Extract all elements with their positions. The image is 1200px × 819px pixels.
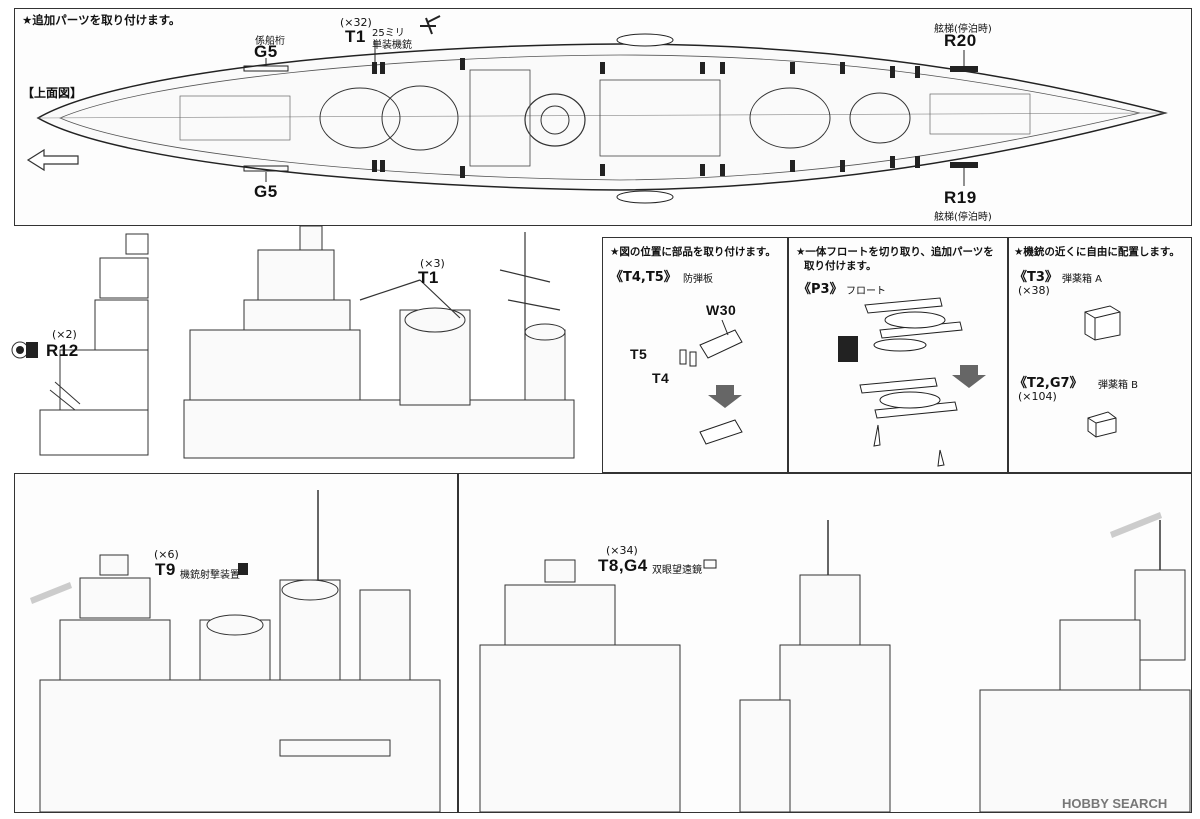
float-box xyxy=(788,237,1008,473)
box1-note: ★図の位置に部品を取り付けます。 xyxy=(610,246,776,258)
w30-label: W30 xyxy=(706,302,737,318)
r20-caption: 舷梯(停泊時) xyxy=(934,24,992,35)
box3-caption-a: 弾薬箱 A xyxy=(1062,274,1103,285)
box2-title: 《P3》 xyxy=(798,282,843,297)
r12-mult: (×2) xyxy=(52,328,77,341)
box3-note: ★機銃の近くに自由に配置します。 xyxy=(1014,246,1180,258)
box3-title-a: 《T3》 xyxy=(1014,270,1058,285)
r20-label: R20 xyxy=(944,31,977,50)
box2-caption: フロート xyxy=(846,286,886,297)
t1-top-label: T1 xyxy=(345,27,366,46)
top-view-label: 【上面図】 xyxy=(22,86,83,100)
box1-title: 《T4,T5》 xyxy=(610,270,677,285)
g5-bottom-label: G5 xyxy=(254,182,278,201)
r12-label: R12 xyxy=(46,341,79,360)
top-instruction: ★追加パーツを取り付けます。 xyxy=(22,13,181,27)
t1-middle-label: T1 xyxy=(418,268,439,287)
t8g4-caption: 双眼望遠鏡 xyxy=(652,565,702,576)
t9-mult: (×6) xyxy=(154,548,179,561)
t9-label: T9 xyxy=(155,560,176,579)
box2-note-line2: 取り付けます。 xyxy=(804,260,877,272)
g5-top-label: G5 xyxy=(254,42,278,61)
t1-middle-mult: (×3) xyxy=(420,257,445,270)
box3-caption-b: 弾薬箱 B xyxy=(1098,380,1139,391)
box3-mult-a: (×38) xyxy=(1018,284,1050,297)
r19-label: R19 xyxy=(944,188,977,207)
box1-caption: 防弾板 xyxy=(683,274,713,285)
t1-caption-line2: 単装機銃 xyxy=(372,40,412,51)
t1-top-mult: (×32) xyxy=(340,16,372,29)
t8g4-mult: (×34) xyxy=(606,544,638,557)
watermark: HOBBY SEARCH xyxy=(1062,796,1168,811)
t4-label: T4 xyxy=(652,370,670,386)
t1-caption-line1: 25ミリ xyxy=(372,28,405,39)
g5-top-caption: 係船桁 xyxy=(255,36,285,47)
t5-label: T5 xyxy=(630,346,648,362)
t8g4-label: T8,G4 xyxy=(598,556,648,575)
box3-title-b: 《T2,G7》 xyxy=(1014,376,1083,391)
box3-mult-b: (×104) xyxy=(1018,390,1057,403)
t9-caption: 機銃射撃装置 xyxy=(180,570,240,581)
box2-note-line1: ★一体フロートを切り取り、追加パーツを xyxy=(796,246,994,258)
r19-caption: 舷梯(停泊時) xyxy=(934,212,992,223)
